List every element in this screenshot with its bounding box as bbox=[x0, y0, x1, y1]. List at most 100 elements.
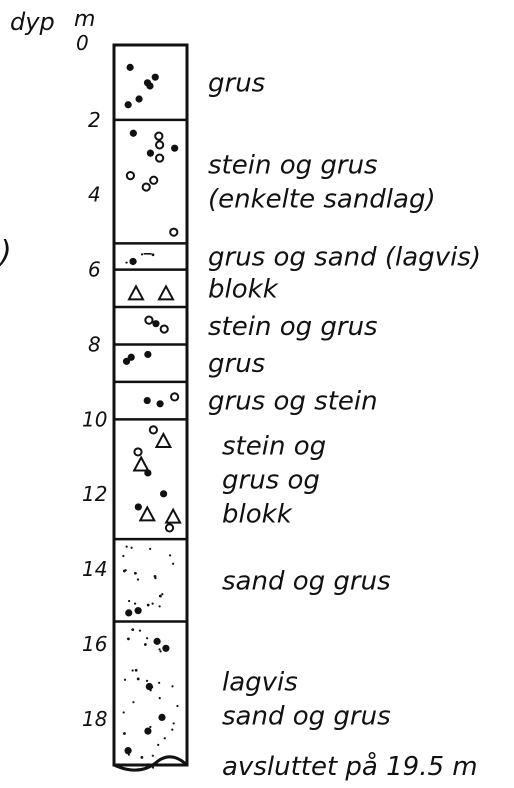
layer-2-description-line-2: (enkelte sandlag) bbox=[208, 185, 436, 215]
gravel-dot bbox=[147, 150, 154, 157]
sand-speck bbox=[137, 578, 139, 580]
sand-speck bbox=[171, 685, 173, 687]
sand-speck bbox=[176, 705, 178, 707]
layer-2-stone-gravel bbox=[114, 120, 187, 236]
layer-5-description-line-1: stein og grus bbox=[208, 312, 378, 342]
stone-ring bbox=[145, 317, 152, 324]
sand-speck bbox=[158, 648, 160, 650]
gravel-dot bbox=[152, 74, 159, 81]
sand-speck bbox=[125, 261, 127, 263]
sand-speck bbox=[152, 253, 155, 256]
depth-tick-label-10: 10 bbox=[82, 407, 107, 431]
layer-8-stone-gravel-boulder bbox=[114, 419, 187, 531]
gravel-dot bbox=[144, 79, 151, 86]
sand-speck bbox=[157, 744, 159, 746]
layer-3-gravel-sand bbox=[114, 243, 187, 265]
gravel-dot bbox=[158, 714, 165, 721]
layer-2-description-line-1: stein og grus bbox=[208, 151, 378, 181]
stone-ring bbox=[156, 154, 163, 161]
gravel-dot bbox=[123, 358, 130, 365]
stone-ring bbox=[143, 183, 150, 190]
sand-speck bbox=[159, 595, 162, 598]
gravel-dot bbox=[152, 320, 159, 327]
stone-ring bbox=[156, 141, 163, 148]
layer-7-description-line-1: grus og stein bbox=[208, 387, 378, 417]
sand-speck bbox=[161, 593, 163, 595]
layer-descriptions: grus stein og grus (enkelte sandlag) grus o… bbox=[208, 68, 481, 731]
stone-ring bbox=[134, 448, 141, 455]
layer-7-gravel-stone bbox=[114, 382, 187, 407]
stone-ring bbox=[150, 177, 157, 184]
sand-speck bbox=[150, 689, 152, 691]
depth-tick-label-18: 18 bbox=[82, 707, 107, 731]
layer-8-description-line-1: stein og bbox=[222, 431, 326, 461]
layer-6-gravel bbox=[114, 344, 187, 364]
sand-speck bbox=[135, 669, 138, 672]
boulder-triangle bbox=[134, 457, 148, 470]
depth-ticks: 24681012141618 bbox=[82, 108, 107, 731]
stone-ring bbox=[150, 426, 157, 433]
sand-speck bbox=[169, 554, 171, 556]
sand-speck bbox=[128, 754, 130, 756]
sand-speck bbox=[123, 732, 126, 735]
layer-6-description-line-1: grus bbox=[208, 349, 265, 379]
sand-speck bbox=[152, 755, 154, 757]
sand-speck bbox=[159, 650, 161, 652]
sand-speck bbox=[130, 259, 132, 261]
depth-tick-label-2: 2 bbox=[88, 108, 101, 132]
sand-speck bbox=[132, 669, 134, 671]
gravel-dot bbox=[125, 101, 132, 108]
sand-speck bbox=[135, 261, 137, 263]
layer-4-boulder bbox=[114, 270, 187, 300]
stone-ring bbox=[161, 325, 168, 332]
depth-tick-label-16: 16 bbox=[82, 632, 107, 656]
depth-tick-label-8: 8 bbox=[88, 332, 101, 356]
sand-speck bbox=[146, 637, 148, 639]
depth-axis-title: dyp bbox=[10, 8, 55, 36]
gravel-dot bbox=[135, 607, 142, 614]
sand-speck bbox=[144, 643, 147, 646]
layer-4-description-line-1: blokk bbox=[208, 274, 279, 304]
sand-speck bbox=[149, 548, 151, 550]
sand-speck bbox=[122, 555, 124, 557]
stone-ring bbox=[171, 393, 178, 400]
sand-speck bbox=[171, 729, 173, 731]
stone-ring bbox=[170, 229, 177, 236]
gravel-dot bbox=[124, 747, 131, 754]
gravel-dot bbox=[135, 503, 142, 510]
depth-tick-label-4: 4 bbox=[88, 183, 101, 207]
sand-speck bbox=[131, 628, 134, 631]
sand-speck bbox=[158, 682, 160, 684]
layer-3-description-line-1: grus og sand (lagvis) bbox=[208, 243, 481, 273]
sand-speck bbox=[125, 569, 127, 571]
sand-speck bbox=[172, 563, 174, 565]
boulder-triangle bbox=[129, 286, 143, 299]
sand-speck bbox=[132, 701, 134, 703]
sand-speck bbox=[134, 572, 137, 575]
sand-speck bbox=[139, 629, 141, 631]
layer-9-description-line-1: sand og grus bbox=[222, 566, 391, 596]
gravel-dot bbox=[127, 64, 134, 71]
layer-10-layered-sand-gravel bbox=[114, 622, 187, 769]
gravel-dot bbox=[171, 145, 178, 152]
sand-speck bbox=[146, 680, 148, 682]
layer-1-gravel bbox=[125, 64, 159, 109]
gravel-dot bbox=[130, 130, 137, 137]
depth-unit-label: m bbox=[74, 7, 95, 32]
sand-speck bbox=[164, 737, 166, 739]
sand-speck bbox=[131, 547, 133, 549]
sand-speck bbox=[141, 253, 143, 255]
depth-tick-label-12: 12 bbox=[82, 482, 107, 506]
stone-ring bbox=[166, 524, 173, 531]
gravel-dot bbox=[135, 95, 142, 102]
boulder-triangle bbox=[166, 510, 180, 523]
sand-speck bbox=[141, 756, 144, 759]
layer-8-description-line-2: grus og bbox=[222, 465, 320, 495]
sand-speck bbox=[137, 678, 140, 681]
sand-speck bbox=[128, 600, 130, 602]
stray-bracket-mark: ) bbox=[0, 235, 12, 270]
depth-tick-label-14: 14 bbox=[82, 557, 107, 581]
sand-speck bbox=[147, 604, 150, 607]
sand-speck bbox=[124, 679, 126, 681]
